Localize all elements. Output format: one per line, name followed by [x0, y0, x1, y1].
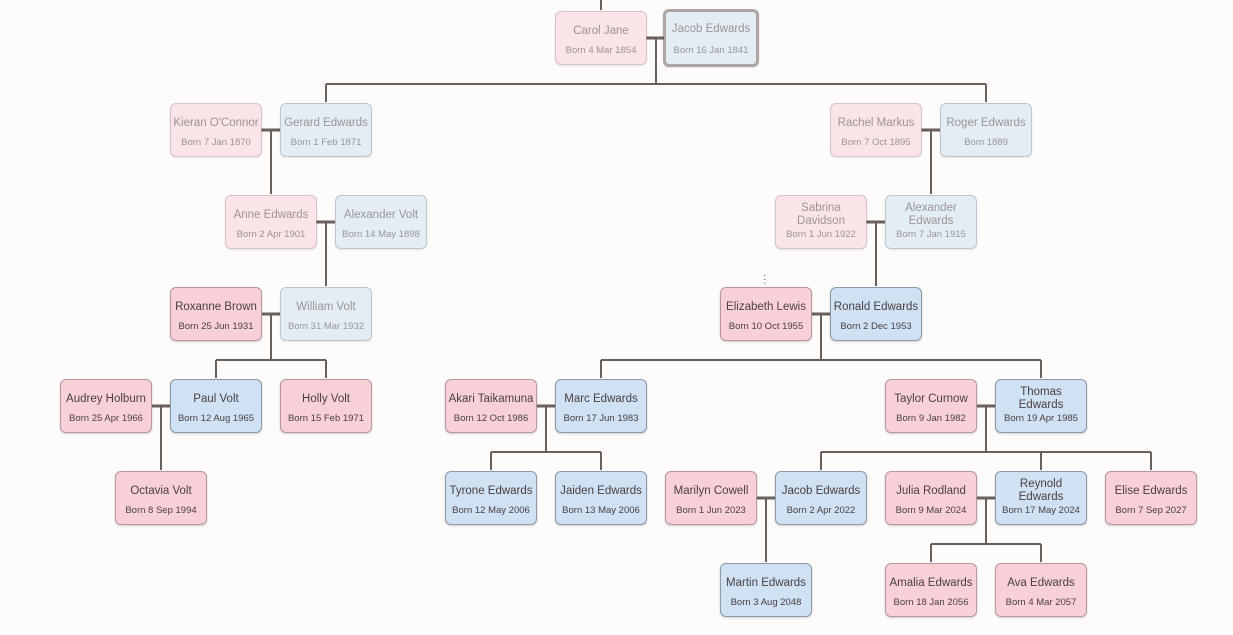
- person-born: Born 1 Jun 1922: [786, 229, 856, 240]
- person-name: Gerard Edwards: [284, 117, 368, 129]
- more-options-icon[interactable]: ···: [763, 270, 767, 289]
- person-born: Born 19 Apr 1985: [1004, 413, 1078, 424]
- person-born: Born 7 Jan 1870: [181, 137, 251, 148]
- person-name: Amalia Edwards: [889, 577, 973, 589]
- person-name: Kieran O'Connor: [173, 117, 259, 129]
- person-born: Born 18 Jan 2056: [893, 597, 969, 608]
- person-name: Alexander Volt: [343, 209, 419, 221]
- person-born: Born 31 Mar 1932: [287, 321, 365, 332]
- person-born: Born 16 Jan 1841: [673, 45, 749, 56]
- person-born: Born 25 Jun 1931: [178, 321, 254, 332]
- person-name: Roger Edwards: [946, 117, 1026, 129]
- person-name: Taylor Curnow: [894, 393, 968, 405]
- person-name: Thomas Edwards: [1018, 386, 1064, 411]
- person-name: Reynold Edwards: [1018, 478, 1064, 503]
- person-born: Born 3 Aug 2048: [730, 597, 802, 608]
- person-name: Audrey Holburn: [66, 393, 146, 405]
- person-born: Born 25 Apr 1966: [69, 413, 143, 424]
- person-name: Alexander Edwards: [905, 202, 957, 227]
- person-born: Born 2 Apr 1901: [236, 229, 306, 240]
- person-name: Rachel Markus: [837, 117, 915, 129]
- person-born: Born 9 Mar 2024: [895, 505, 967, 516]
- person-born: Born 2 Apr 2022: [786, 505, 856, 516]
- person-born: Born 2 Dec 1953: [840, 321, 912, 332]
- person-name: Carol Jane: [573, 25, 629, 37]
- person-name: Marilyn Cowell: [673, 485, 749, 497]
- person-born: Born 1 Jun 2023: [676, 505, 746, 516]
- person-name: Tyrone Edwards: [449, 485, 533, 497]
- person-born: Born 14 May 1898: [342, 229, 420, 240]
- person-name: Octavia Volt: [130, 485, 192, 497]
- person-born: Born 17 Jun 1983: [563, 413, 639, 424]
- person-name: Holly Volt: [302, 393, 350, 405]
- person-name: Julia Rodland: [896, 485, 966, 497]
- person-name: William Volt: [296, 301, 356, 313]
- person-name: Paul Volt: [193, 393, 239, 405]
- person-born: Born 17 May 2024: [1002, 505, 1080, 516]
- person-born: Born 1889: [964, 137, 1008, 148]
- person-born: Born 10 Oct 1955: [728, 321, 804, 332]
- person-born: Born 12 Aug 1965: [177, 413, 255, 424]
- person-name: Elizabeth Lewis: [726, 301, 806, 313]
- person-born: Born 13 May 2006: [562, 505, 640, 516]
- person-born: Born 4 Mar 2057: [1005, 597, 1077, 608]
- person-name: Martin Edwards: [726, 577, 806, 589]
- person-born: Born 1 Feb 1871: [290, 137, 362, 148]
- person-name: Roxanne Brown: [175, 301, 257, 313]
- person-name: Akari Taikamuna: [448, 393, 534, 405]
- person-born: Born 8 Sep 1994: [125, 505, 197, 516]
- person-name: Jaiden Edwards: [560, 485, 642, 497]
- person-born: Born 7 Oct 1895: [841, 137, 911, 148]
- person-born: Born 15 Feb 1971: [287, 413, 365, 424]
- person-name: Sabrina Davidson: [797, 202, 845, 227]
- person-name: Jacob Edwards: [781, 485, 861, 497]
- person-name: Jacob Edwards: [671, 23, 751, 35]
- person-name: Anne Edwards: [233, 209, 309, 221]
- person-born: Born 4 Mar 1854: [565, 45, 637, 56]
- person-born: Born 12 Oct 1986: [453, 413, 529, 424]
- person-name: Ronald Edwards: [833, 301, 919, 313]
- person-name: Ava Edwards: [1007, 577, 1075, 589]
- person-born: Born 9 Jan 1982: [896, 413, 966, 424]
- person-born: Born 12 May 2006: [452, 505, 530, 516]
- person-name: Marc Edwards: [564, 393, 638, 405]
- person-name: Elise Edwards: [1114, 485, 1188, 497]
- person-born: Born 7 Sep 2027: [1115, 505, 1187, 516]
- person-born: Born 7 Jan 1915: [896, 229, 966, 240]
